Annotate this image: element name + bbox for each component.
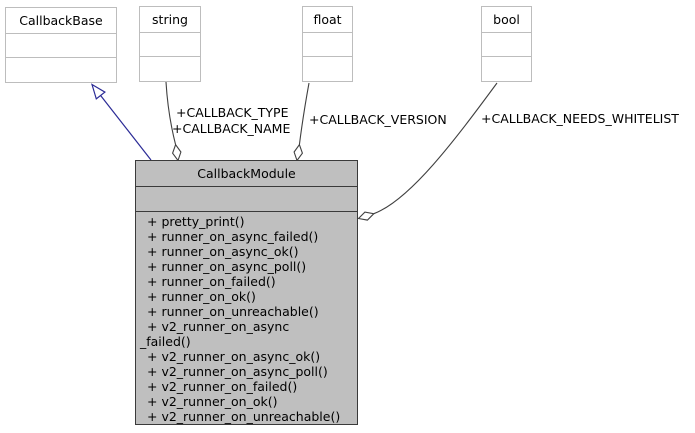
inheritance-edge-line: [100, 95, 152, 161]
aggregation-diamond-float-icon: [293, 143, 304, 162]
method-item: + v2_runner_on_async_ok(): [147, 349, 321, 364]
class-title: CallbackModule: [136, 161, 357, 187]
method-item: + runner_on_async_failed(): [147, 229, 319, 244]
aggregation-diamond-bool-icon: [357, 211, 375, 221]
edge-label-callback-name: +CALLBACK_NAME: [172, 121, 291, 136]
class-title: string: [140, 7, 200, 33]
method-item-wrapped: _failed(): [140, 334, 191, 349]
edge-label-callback-needs-whitelist: +CALLBACK_NEEDS_WHITELIST: [481, 111, 679, 126]
aggregation-diamond-string-icon: [171, 143, 182, 162]
operations-compartment: [482, 57, 531, 81]
method-item: + runner_on_async_poll(): [147, 259, 307, 274]
method-item: + runner_on_unreachable(): [147, 304, 319, 319]
method-item: + v2_runner_on_failed(): [147, 379, 298, 394]
class-title: float: [303, 7, 352, 33]
edge-label-callback-type: +CALLBACK_TYPE: [176, 105, 289, 120]
method-item: + v2_runner_on_async: [147, 319, 290, 334]
attributes-compartment: [136, 187, 357, 212]
operations-compartment: [140, 57, 200, 81]
class-title: bool: [482, 7, 531, 33]
aggregation-edge-float: [298, 82, 310, 145]
attributes-compartment: [6, 34, 116, 58]
method-item: + v2_runner_on_unreachable(): [147, 409, 341, 424]
edge-label-callback-version: +CALLBACK_VERSION: [309, 112, 447, 127]
class-box-callbackbase[interactable]: CallbackBase: [5, 7, 117, 83]
method-item: + runner_on_async_ok(): [147, 244, 299, 259]
attributes-compartment: [482, 33, 531, 57]
attributes-compartment: [303, 33, 352, 57]
attributes-compartment: [140, 33, 200, 57]
method-item: + v2_runner_on_ok(): [147, 394, 278, 409]
class-box-bool[interactable]: bool: [481, 6, 532, 82]
class-box-string[interactable]: string: [139, 6, 201, 82]
class-box-float[interactable]: float: [302, 6, 353, 82]
method-item: + runner_on_ok(): [147, 289, 256, 304]
method-item: + v2_runner_on_async_poll(): [147, 364, 328, 379]
class-box-callbackmodule: CallbackModule + pretty_print() + runner…: [135, 160, 358, 425]
inheritance-arrowhead-icon: [90, 83, 106, 100]
operations-compartment: [6, 58, 116, 82]
method-item: + pretty_print(): [147, 214, 245, 229]
method-item: + runner_on_failed(): [147, 274, 276, 289]
aggregation-edge-bool: [373, 82, 498, 215]
class-title: CallbackBase: [6, 8, 116, 34]
operations-compartment: + pretty_print() + runner_on_async_faile…: [136, 212, 357, 424]
operations-compartment: [303, 57, 352, 81]
